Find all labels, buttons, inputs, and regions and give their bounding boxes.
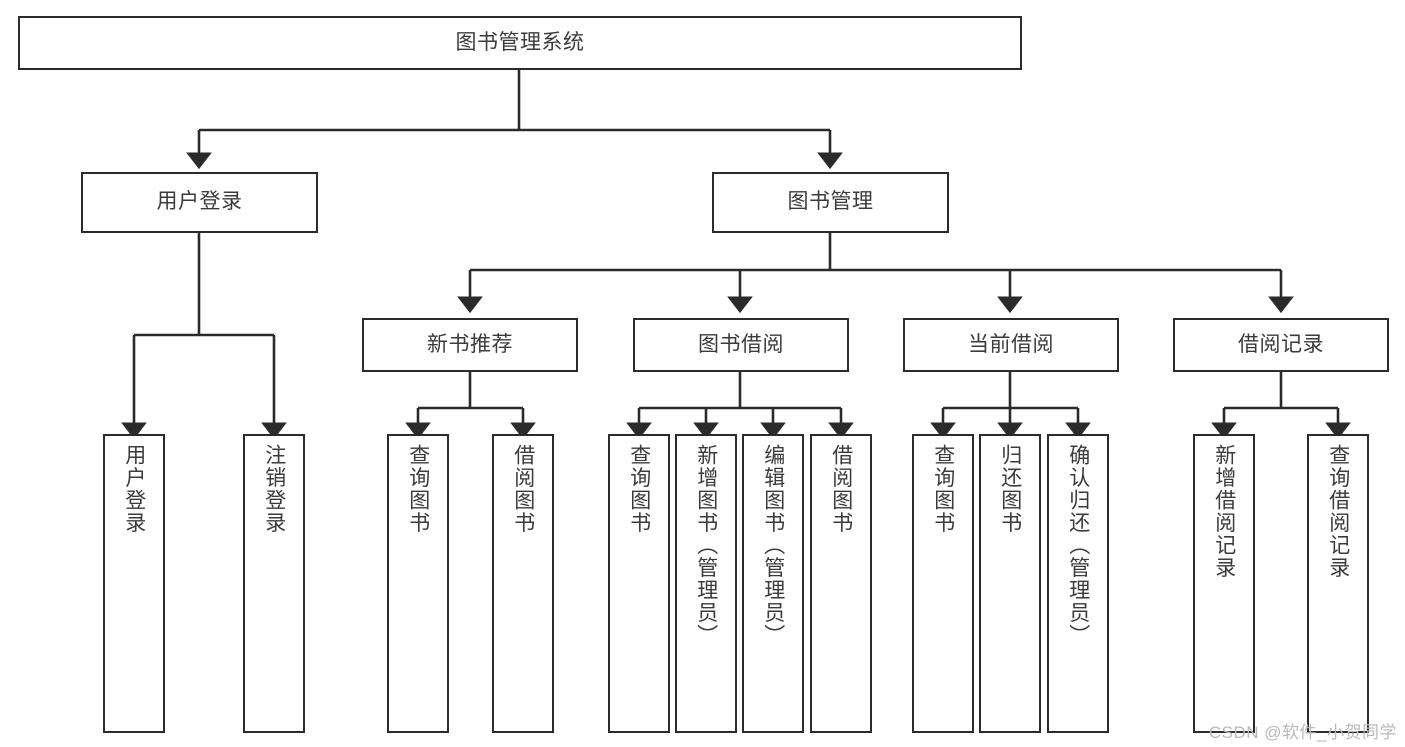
node-leaf-add-record-label: 新增借阅记录 — [1212, 444, 1236, 579]
node-root[interactable]: 图书管理系统 — [18, 16, 1022, 70]
node-borrow-record[interactable]: 借阅记录 — [1173, 318, 1389, 372]
node-current-borrow[interactable]: 当前借阅 — [903, 318, 1119, 372]
node-borrow-record-label: 借阅记录 — [1238, 332, 1324, 356]
node-book-manage-label: 图书管理 — [787, 190, 874, 214]
node-leaf-return-book[interactable]: 归还图书 — [979, 434, 1041, 733]
node-leaf-confirm-return[interactable]: 确认归还（管理员） — [1047, 434, 1109, 733]
node-leaf-borrow-book-1[interactable]: 借阅图书 — [492, 434, 554, 733]
node-leaf-query-book-1[interactable]: 查询图书 — [387, 434, 449, 733]
node-book-borrow-label: 图书借阅 — [698, 332, 784, 356]
node-leaf-borrow-book-1-label: 借阅图书 — [511, 444, 535, 534]
node-leaf-query-book-1-label: 查询图书 — [406, 444, 430, 534]
node-leaf-user-login[interactable]: 用户登录 — [103, 434, 165, 733]
node-leaf-return-book-label: 归还图书 — [998, 444, 1022, 534]
node-leaf-add-record[interactable]: 新增借阅记录 — [1193, 434, 1255, 733]
node-leaf-query-record-label: 查询借阅记录 — [1326, 444, 1350, 579]
node-new-book-rec[interactable]: 新书推荐 — [362, 318, 578, 372]
node-leaf-edit-book[interactable]: 编辑图书（管理员） — [742, 434, 804, 733]
node-leaf-user-login-label: 用户登录 — [122, 444, 146, 534]
node-root-label: 图书管理系统 — [455, 30, 585, 54]
node-book-borrow[interactable]: 图书借阅 — [633, 318, 849, 372]
node-leaf-query-record[interactable]: 查询借阅记录 — [1307, 434, 1369, 733]
node-user-login[interactable]: 用户登录 — [81, 172, 318, 233]
node-leaf-borrow-book-2-label: 借阅图书 — [829, 444, 853, 534]
node-new-book-rec-label: 新书推荐 — [427, 332, 513, 356]
node-user-login-label: 用户登录 — [156, 190, 243, 214]
node-leaf-logout[interactable]: 注销登录 — [243, 434, 305, 733]
node-leaf-query-book-2[interactable]: 查询图书 — [608, 434, 670, 733]
node-leaf-borrow-book-2[interactable]: 借阅图书 — [810, 434, 872, 733]
node-leaf-query-book-3[interactable]: 查询图书 — [912, 434, 974, 733]
node-leaf-logout-label: 注销登录 — [262, 444, 286, 534]
node-book-manage[interactable]: 图书管理 — [712, 172, 949, 233]
node-current-borrow-label: 当前借阅 — [968, 332, 1054, 356]
node-leaf-add-book-label: 新增图书（管理员） — [694, 444, 718, 647]
node-leaf-confirm-return-label: 确认归还（管理员） — [1066, 444, 1090, 647]
watermark: CSDN @软件_小贺同学 — [1208, 723, 1397, 742]
node-leaf-add-book[interactable]: 新增图书（管理员） — [675, 434, 737, 733]
node-leaf-query-book-3-label: 查询图书 — [931, 444, 955, 534]
node-leaf-edit-book-label: 编辑图书（管理员） — [761, 444, 785, 647]
node-leaf-query-book-2-label: 查询图书 — [627, 444, 651, 534]
